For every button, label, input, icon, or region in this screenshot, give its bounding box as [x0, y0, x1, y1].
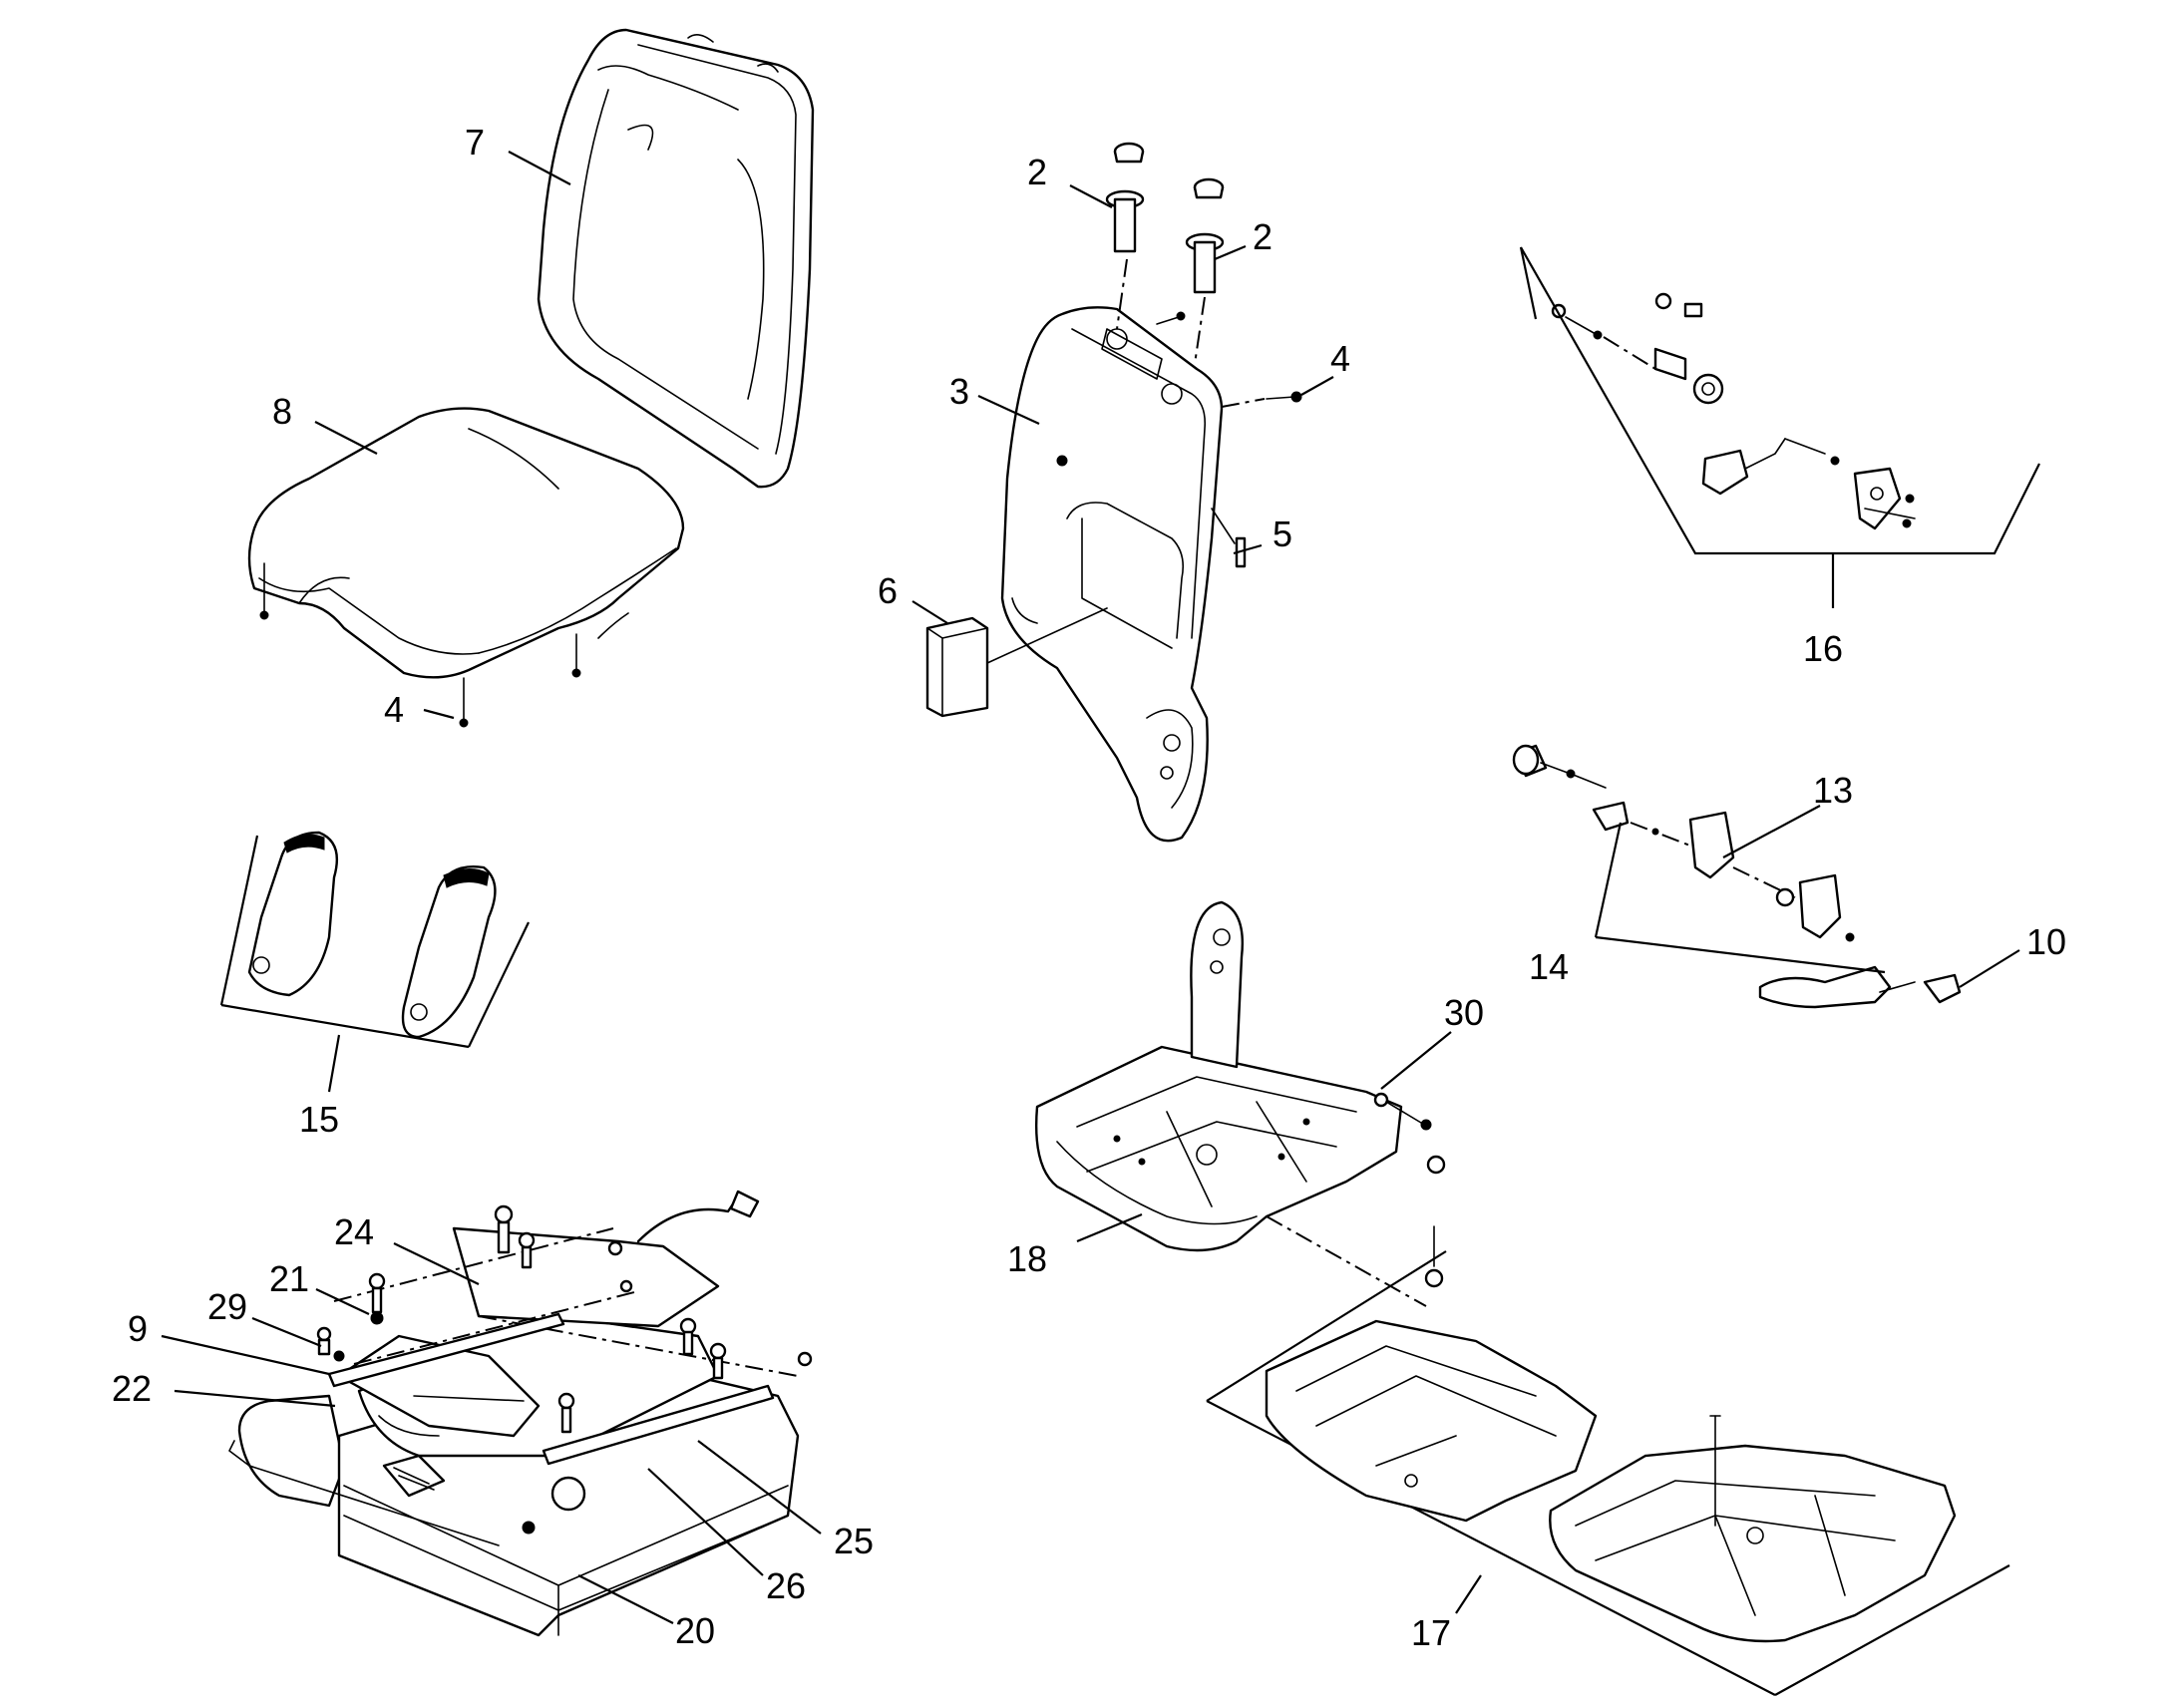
part-headrest-guide-right	[1185, 177, 1225, 365]
callout-labels: 7 8 4 2 2 3 4 5 6 16 13 14 10 15 30 18 2…	[112, 122, 2066, 1653]
callout-10: 10	[2026, 921, 2066, 962]
part-slide-rails	[316, 1204, 813, 1466]
callout-15: 15	[299, 1099, 339, 1140]
callout-8: 8	[272, 391, 292, 432]
callout-29: 29	[207, 1286, 247, 1327]
callout-4b: 4	[1330, 338, 1350, 379]
callout-3: 3	[949, 371, 969, 412]
callout-24: 24	[334, 1211, 374, 1252]
callout-30: 30	[1444, 992, 1484, 1033]
part-lower-pans	[1206, 1250, 2010, 1696]
part-pad	[925, 607, 1108, 718]
leader-lines	[161, 151, 2040, 1624]
part-recliner-mechanism	[1512, 744, 1962, 1009]
callout-7: 7	[465, 122, 485, 163]
part-headrest-guide-left	[1105, 142, 1145, 330]
callout-13: 13	[1813, 770, 1853, 811]
callout-18: 18	[1007, 1238, 1047, 1279]
part-adjustment-kit	[1551, 292, 1916, 530]
callout-2b: 2	[1253, 216, 1272, 257]
callout-26: 26	[766, 1565, 806, 1606]
callout-17: 17	[1411, 1612, 1451, 1653]
part-backrest-cushion	[537, 28, 815, 489]
callout-6: 6	[878, 570, 898, 611]
part-screw	[1156, 311, 1302, 408]
callout-5: 5	[1272, 513, 1292, 554]
callout-14: 14	[1529, 946, 1569, 987]
callout-25: 25	[834, 1521, 874, 1561]
callout-20: 20	[675, 1610, 715, 1651]
part-seat-base-frame	[1035, 900, 1446, 1307]
part-side-covers	[219, 831, 530, 1093]
part-clip	[1211, 508, 1247, 568]
callout-22: 22	[112, 1368, 152, 1409]
callout-4a: 4	[384, 689, 404, 730]
callout-9: 9	[128, 1308, 148, 1349]
part-seat-cushion	[247, 407, 685, 728]
part-backrest-frame	[1000, 306, 1224, 843]
callout-16: 16	[1803, 628, 1843, 669]
callout-21: 21	[269, 1258, 309, 1299]
callout-2a: 2	[1027, 152, 1047, 192]
